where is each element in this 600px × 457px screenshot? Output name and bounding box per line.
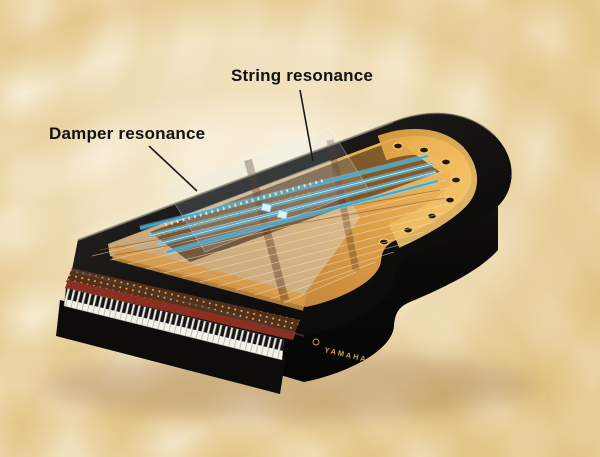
yamaha-logo <box>312 338 320 346</box>
bass-strings <box>99 189 446 256</box>
rim-highlights <box>71 112 496 337</box>
frame-holes <box>378 142 462 246</box>
leader-lines <box>148 89 314 192</box>
keyboard <box>63 287 285 361</box>
black-keys <box>65 288 284 351</box>
string-resonance-pointer-line <box>299 89 314 162</box>
highlighted-dampers <box>260 202 289 220</box>
damper-resonance-pointer-line <box>148 145 198 192</box>
piano-shadow <box>45 352 535 420</box>
damper-resonance-label: Damper resonance <box>49 124 206 143</box>
string-resonance-label: String resonance <box>231 66 374 85</box>
damper-row <box>151 178 326 239</box>
resonance-strings <box>139 153 439 255</box>
highlight-panel <box>164 127 369 253</box>
